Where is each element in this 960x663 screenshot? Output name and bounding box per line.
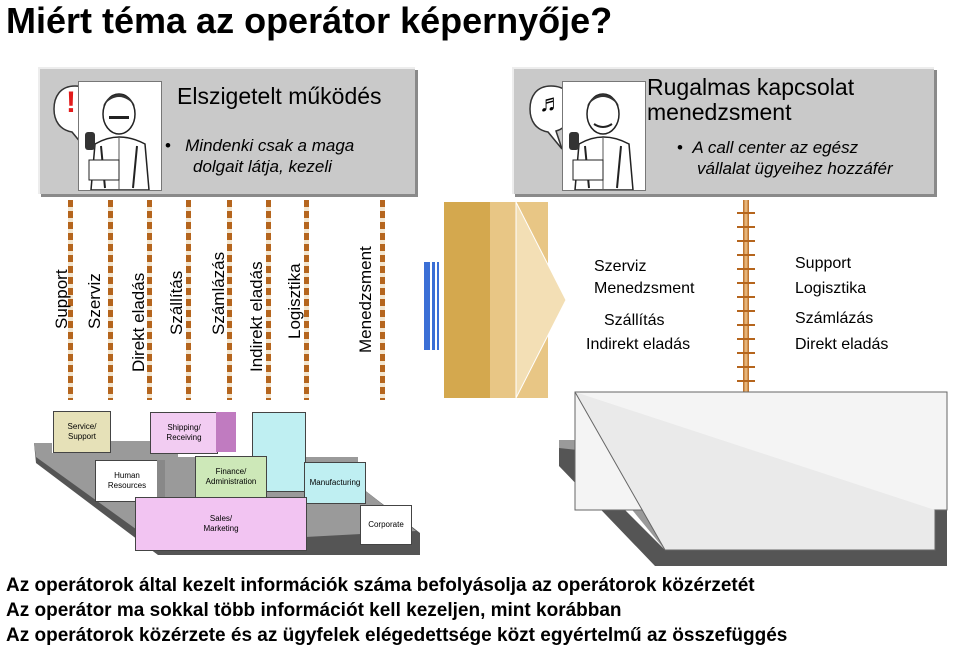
shipping-receiving-box: Shipping/Receiving [150,412,218,454]
silo-label-direkt-eladas: Direkt eladás [129,272,148,372]
integrated-label: Indirekt eladás [586,336,691,353]
integrated-label: Menedzsment [594,280,695,297]
operator-portrait-icon [78,81,162,191]
conclusion-line: Az operátor ma sokkal több információt k… [6,600,622,621]
left-panel-heading: Elszigetelt működés [177,83,382,109]
silo-label-szallitas: Szállítás [167,270,186,335]
right-panel-heading: Rugalmas kapcsolat menedzsment [647,74,855,125]
integrated-label: Számlázás [795,310,874,327]
page-title: Miért téma az operátor képernyője? [6,0,613,41]
integrated-platform [555,390,955,570]
conclusion-list: Az operátorok által kezelt információk s… [6,573,787,648]
finance-administration-box: Finance/Administration [195,456,267,498]
hr-box-side [157,460,165,500]
integrated-label: Direkt eladás [795,336,889,353]
service-support-box: Service/Support [53,411,111,453]
silo-pole [266,200,271,400]
integrated-label: Support [795,255,852,272]
conclusion-line: Az operátorok által kezelt információk s… [6,575,755,596]
corporate-box: Corporate [360,505,412,545]
silo-pole [304,200,309,400]
silo-label-szamlazas: Számlázás [209,251,228,335]
silo-pole [68,200,73,400]
music-note-icon: ♬ [539,90,563,117]
operator-portrait-icon [562,81,646,191]
shipping-box-side [216,412,236,452]
silo-pole [108,200,113,400]
silo-label-logisztika: Logisztika [285,263,304,339]
isolated-operation-panel: ! Elszigetelt működés • Mindenki csak a … [38,67,415,194]
silo-label-indirekt-eladas: Indirekt eladás [247,261,266,372]
silo-pole [380,200,385,400]
left-panel-bullet: • Mindenki csak a maga dolgait látja, ke… [165,136,355,176]
exclamation-mark: ! [66,86,76,119]
silo-label-support: Support [52,269,71,329]
integrated-label: Szállítás [604,312,665,329]
right-panel-bullet: • A call center az egész vállalat ügyeih… [677,138,893,178]
sales-marketing-box: Sales/Marketing [135,497,307,551]
integrated-label: Logisztika [795,280,867,297]
silo-label-szerviz: Szerviz [85,273,104,329]
silo-label-menedzsment: Menedzsment [356,246,375,353]
silo-pole [227,200,232,400]
silo-pole [186,200,191,400]
flexible-management-panel: ♬ Rugalmas kapcsolat menedzsment • A cal… [512,67,934,194]
manufacturing-box: Manufacturing [304,462,366,504]
conclusion-line: Az operátorok közérzete és az ügyfelek e… [6,625,788,646]
integrated-label: Szerviz [594,258,647,275]
integrated-pole-ticks [737,200,755,400]
silo-pole [147,200,152,400]
transition-arrow [420,200,570,400]
